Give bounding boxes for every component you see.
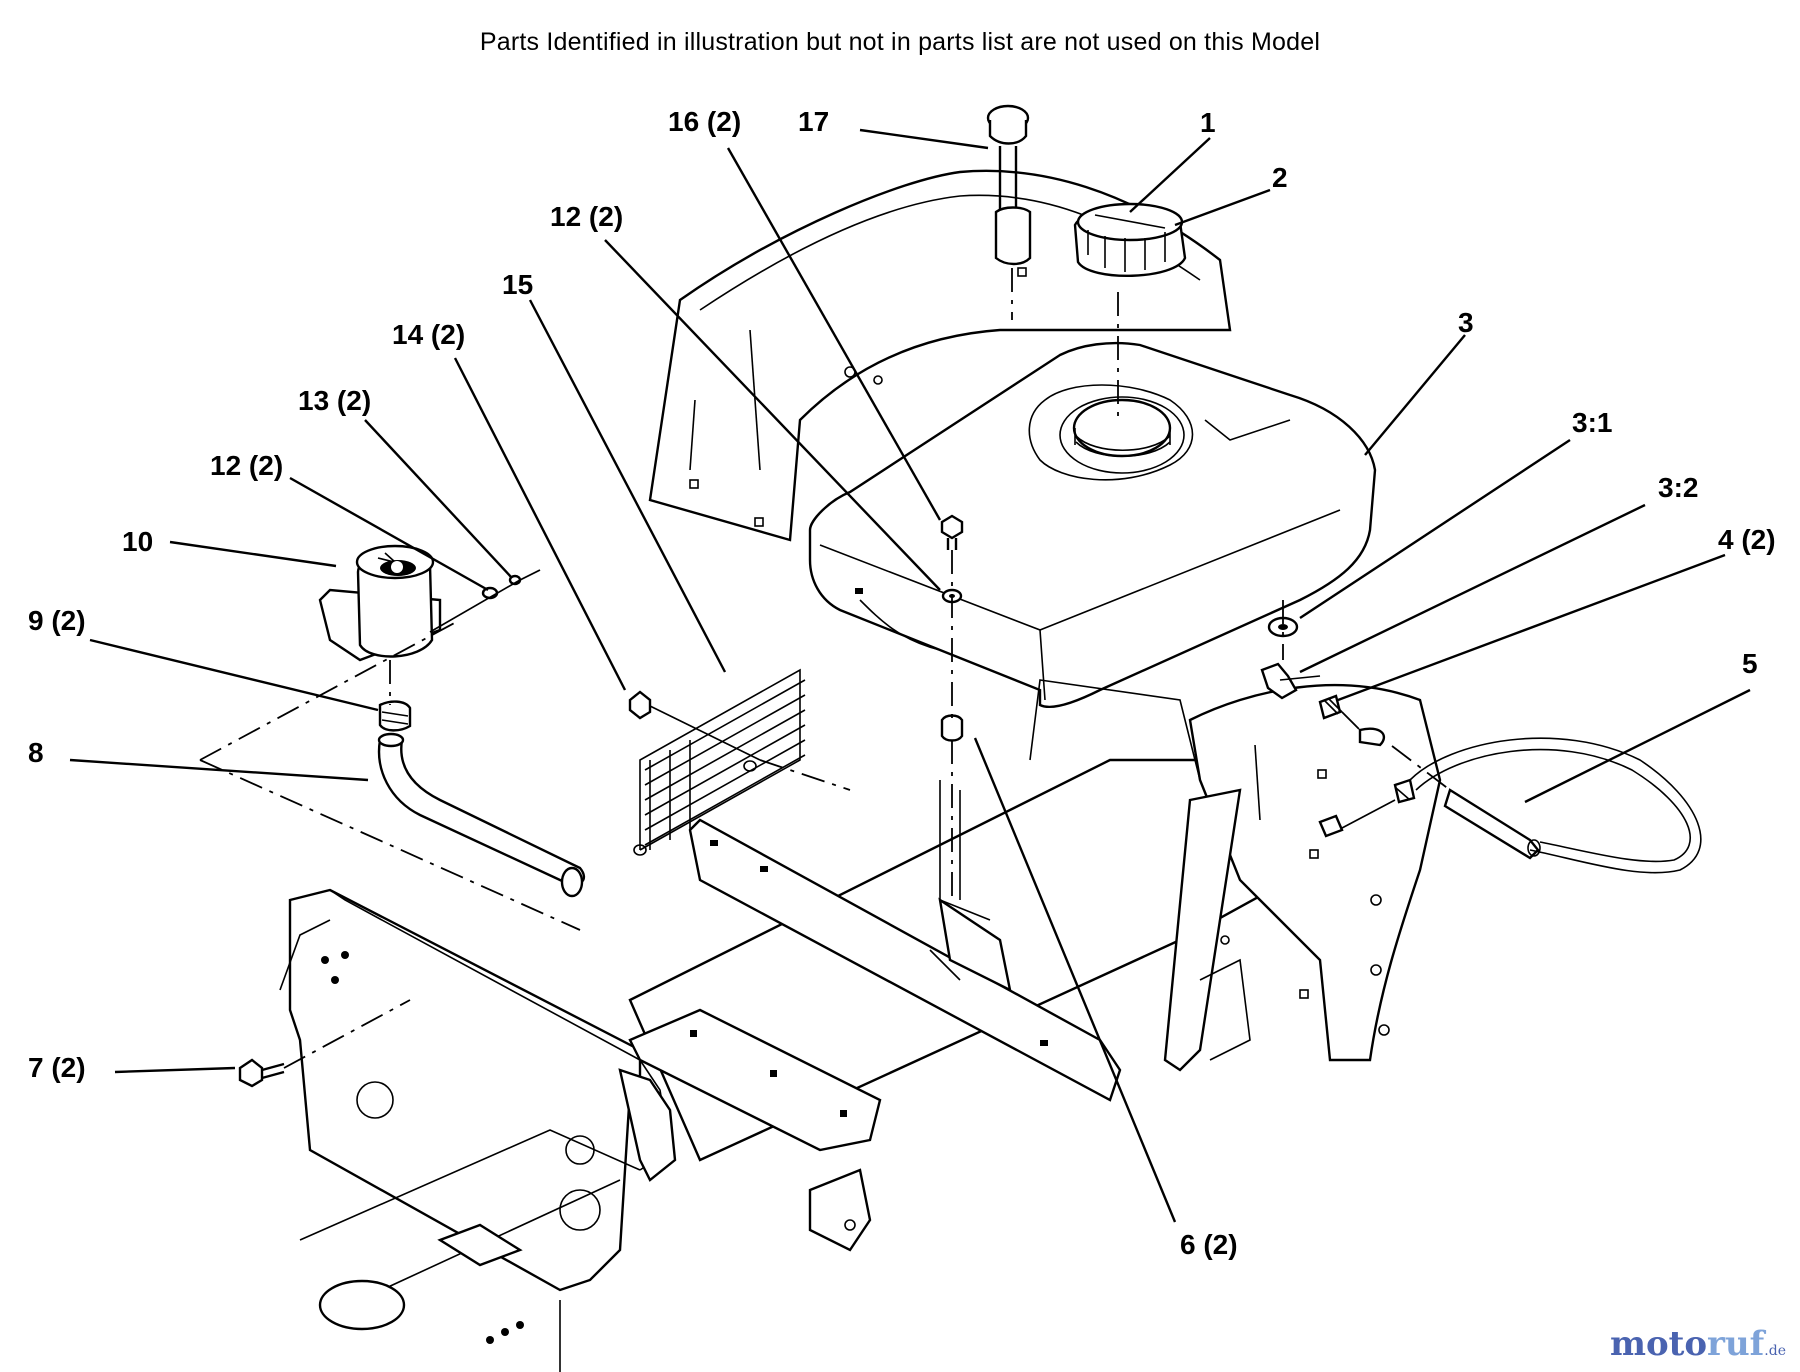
dash-bracket bbox=[688, 818, 1122, 1102]
cross-member bbox=[628, 1008, 882, 1152]
chassis-frame bbox=[628, 679, 1442, 1162]
fuel-line-fittings bbox=[1260, 616, 1702, 874]
callout-6: 6 (2) bbox=[1180, 1229, 1238, 1260]
reservoir bbox=[318, 544, 442, 662]
leader-lines bbox=[69, 128, 1751, 1223]
watermark-part-3: .de bbox=[1764, 1343, 1786, 1359]
floor-pan bbox=[299, 1129, 872, 1372]
callout-10: 10 bbox=[122, 526, 153, 557]
watermark-logo: motoruf.de bbox=[1610, 1324, 1786, 1364]
hose bbox=[377, 700, 586, 898]
diagram-note: Parts Identified in illustration but not… bbox=[479, 28, 1321, 56]
watermark-part-2: ruf bbox=[1707, 1324, 1765, 1364]
callout-8: 8 bbox=[28, 737, 44, 768]
callout-16: 16 (2) bbox=[668, 106, 741, 137]
callout-labels: 1 2 3 3:1 3:2 4 (2) 5 6 (2) 7 (2) 8 9 (2… bbox=[28, 106, 1776, 1260]
callout-3-1: 3:1 bbox=[1572, 407, 1612, 438]
fuel-cap bbox=[1073, 202, 1187, 277]
fuel-tank bbox=[808, 341, 1377, 709]
callout-17: 17 bbox=[798, 106, 829, 137]
callout-4: 4 (2) bbox=[1718, 524, 1776, 555]
callout-3: 3 bbox=[1458, 307, 1474, 338]
watermark-part-1: moto bbox=[1609, 1324, 1708, 1364]
callout-3-2: 3:2 bbox=[1658, 472, 1698, 503]
fuel-gauge bbox=[986, 104, 1032, 277]
reservoir-hardware bbox=[429, 574, 522, 633]
callout-15: 15 bbox=[502, 269, 533, 300]
screen-and-bolt bbox=[628, 668, 806, 856]
callout-1: 1 bbox=[1200, 107, 1216, 138]
callout-14: 14 (2) bbox=[392, 319, 465, 350]
callout-2: 2 bbox=[1272, 162, 1288, 193]
callout-12-top: 12 (2) bbox=[550, 201, 623, 232]
bolt-7 bbox=[238, 1058, 285, 1088]
assembly-lines bbox=[199, 268, 1451, 1069]
callout-5: 5 bbox=[1742, 648, 1758, 679]
center-hardware bbox=[939, 514, 991, 921]
callout-7: 7 (2) bbox=[28, 1052, 86, 1083]
callout-13: 13 (2) bbox=[298, 385, 371, 416]
callout-12-left: 12 (2) bbox=[210, 450, 283, 481]
callout-9: 9 (2) bbox=[28, 605, 86, 636]
front-panel bbox=[279, 888, 677, 1292]
